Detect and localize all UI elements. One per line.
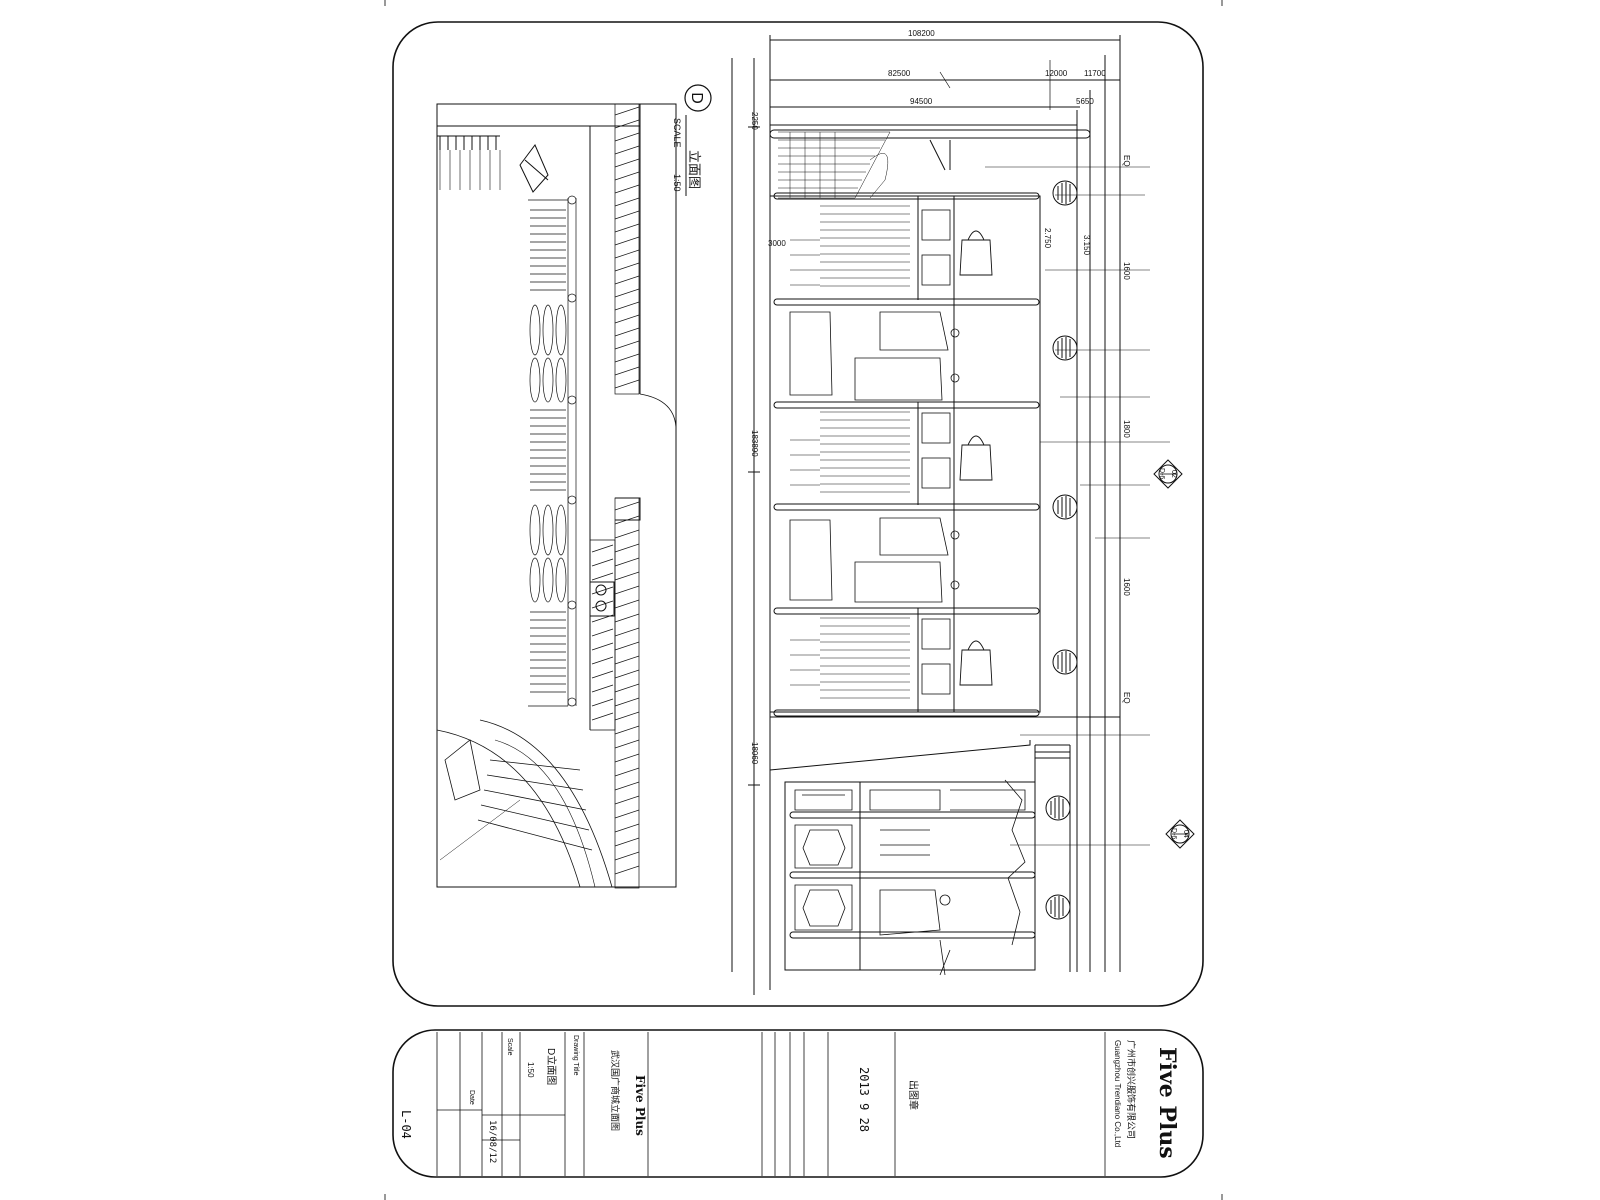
- tb-project: 武汉国广商城立面图: [610, 1050, 621, 1131]
- dim-segment-d: 94500: [910, 97, 933, 106]
- tb-date: 2013 9 28: [857, 1067, 871, 1132]
- wall-hatch: [590, 103, 640, 889]
- dim-level-b: 2.750: [1043, 228, 1052, 249]
- elevation-view: [731, 35, 1170, 995]
- lower-doors: [794, 779, 1026, 976]
- view-scale-label: SCALE: [672, 118, 682, 148]
- drawing-frame: [392, 21, 1204, 1007]
- leader-lines: [985, 166, 1170, 846]
- dim-eq-bottom: EQ: [1122, 692, 1131, 704]
- top-brick: [778, 131, 891, 199]
- tb-drawing-title-label: Drawing Title: [572, 1035, 579, 1076]
- section-marker-1-top: 02: [1170, 470, 1177, 478]
- tb-scale-label: Scale: [506, 1038, 513, 1056]
- tb-drawing-no: L-04: [399, 1110, 413, 1139]
- view-title-glyphs: 立面图: [687, 150, 702, 189]
- dim-eq-top: EQ: [1122, 155, 1131, 167]
- dim-segment-e: 5650: [1076, 97, 1094, 106]
- dim-segment-a: 82500: [888, 69, 911, 78]
- tb-date-label: Date: [468, 1090, 475, 1105]
- handbags: [959, 230, 993, 686]
- tb-date-value: 16/08/12: [487, 1120, 497, 1163]
- rail-hangers: [528, 195, 577, 707]
- tb-brand-small: Five Plus: [633, 1075, 647, 1136]
- dim-segment-c: 11700: [1084, 69, 1106, 78]
- dim-bay-a: 1600: [1122, 262, 1131, 280]
- view-label: D 立面图 SCALE 1:50: [672, 84, 712, 196]
- tb-company-en: Guangzhou Trendiano Co.,Ltd: [1113, 1040, 1122, 1147]
- tb-scale-value: 1:50: [526, 1062, 535, 1078]
- curved-display: [436, 719, 613, 888]
- dim-bay-c: 1600: [1122, 578, 1131, 596]
- tb-brand: Five Plus: [1154, 1047, 1180, 1159]
- crop-marks: [384, 0, 1223, 1200]
- view-scale-value: 1:50: [672, 174, 682, 192]
- title-block-frame: [392, 1029, 1204, 1178]
- round-vents: [1052, 180, 1078, 675]
- view-marker-letter: D: [688, 92, 705, 104]
- dim-overall-width: 108200: [908, 29, 935, 38]
- door-swing: [639, 393, 677, 431]
- section-marker-2-bottom: D-6: [1170, 828, 1177, 839]
- tb-stamp: 出图章: [907, 1080, 920, 1110]
- dim-segment-b: 12000: [1045, 69, 1068, 78]
- section-marker-2-top: 04: [1182, 830, 1189, 838]
- dimension-labels: 108200 82500 12000 11700 94500 5650 2250…: [750, 29, 1131, 765]
- garments: [789, 311, 960, 603]
- section-marker-1: 02 D-6: [1153, 459, 1183, 489]
- section-marker-2: 04 D-6: [1165, 819, 1195, 849]
- dim-level-c: 3.150: [1082, 235, 1091, 256]
- title-block: Five Plus 广州市创兴服饰有限公司 Guangzhou Trendian…: [392, 1029, 1204, 1178]
- folded-stacks: [921, 209, 951, 695]
- tb-drawing-title: D立面图: [545, 1048, 558, 1085]
- tb-company-cn: 广州市创兴服饰有限公司: [1126, 1040, 1137, 1139]
- dim-height-lower: 18060: [750, 742, 759, 765]
- hanging-shirts: [790, 205, 910, 699]
- dim-left-top: 2250: [750, 112, 759, 130]
- view-marker-circle: [684, 84, 712, 112]
- dim-height-main: 183890: [750, 430, 759, 457]
- section-marker-1-bottom: D-6: [1158, 468, 1165, 479]
- plan-view: [436, 103, 677, 889]
- dim-level-a: 3000: [768, 239, 786, 248]
- dim-bay-b: 1800: [1122, 420, 1131, 438]
